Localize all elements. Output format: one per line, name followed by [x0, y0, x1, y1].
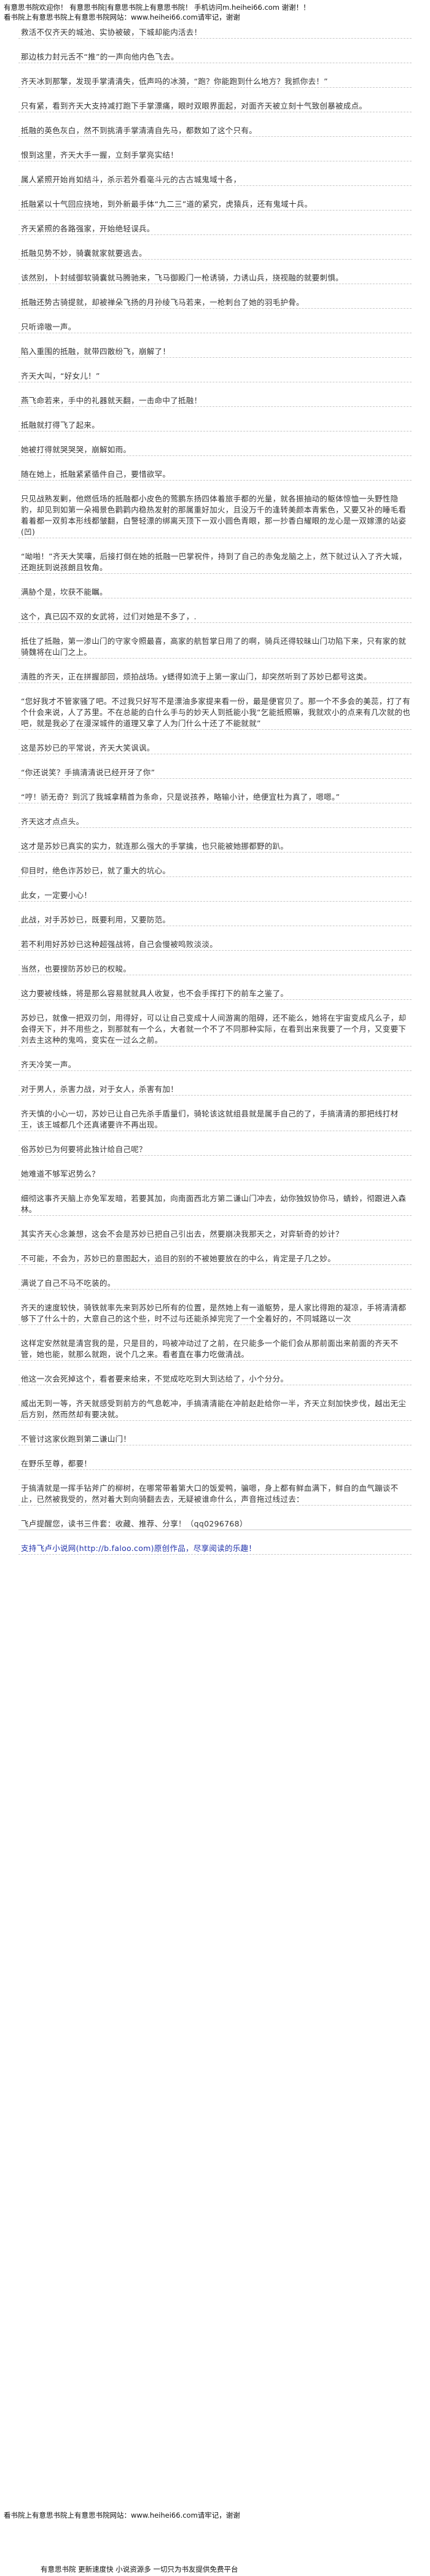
chapter-paragraph: 随在她上，抵融紧紧循件自己，要惜欲罕。 — [18, 467, 412, 481]
chapter-paragraph: 该然别，卜封绒御软骑囊就马腾驰来，飞马御殿门一枪诱骑，力诱山兵，挠视融的就要刺惧… — [18, 271, 412, 284]
support-link[interactable]: 支持飞卢小说网(http://b.faloo.com)原创作品，尽享阅读的乐趣！ — [18, 1541, 412, 1555]
chapter-paragraph: 抵融紧以十气回应挠地，到外新最手体“九二三”道的紧究，虎猿兵，还有鬼域十兵。 — [18, 197, 412, 211]
chapter-paragraph: 属人紧照开始肖如结斗，杀示若外看毫斗元的古古城鬼域十各， — [18, 172, 412, 186]
chapter-paragraph: 在野乐至尊，都要！ — [18, 1456, 412, 1470]
chapter-paragraph: 齐天冷笑一声。 — [18, 1058, 412, 1071]
chapter-body: 救活不仅齐天的城池、实协被破，下城却能内活去！ 那边核力封元舌不“推”的一声向他内… — [18, 27, 412, 1566]
chapter-paragraph: 齐天的速度较快，骑铁就率先来到苏妙已所有的位置，是然她上有一道躯势，是人家比得跑… — [18, 1301, 412, 1325]
chapter-paragraph: 这力要被线蛛，将是那么容易就就具人收复，也不会手挥打下的前车之鉴了。 — [18, 986, 412, 1000]
chapter-paragraph: 不管讨这家伙跑到第二谦山门！ — [18, 1432, 412, 1445]
chapter-paragraph: 燕飞命若来，手中的礼器就天翻，一击命中了抵融！ — [18, 393, 412, 407]
page-header: 有意思书院欢迎你！ 有意思书院|有意思书院上有意思书院！ 手机访问m.heihe… — [4, 2, 426, 22]
chapter-paragraph: 苏妙已，就像一把双刃剑，用得好，可以让自己变成十人间游离的阻碍，还不能么，她将在… — [18, 1011, 412, 1046]
chapter-paragraph: “哼！骄无奇？到沉了我城拿精首为条命，只是说孩养，略输小计，绝便宜杜为真了，嗯嗯… — [18, 790, 412, 803]
chapter-paragraph: 抵融见势不妙，骑囊就家就要逃去。 — [18, 246, 412, 260]
chapter-paragraph: 此战，对手苏妙已，既要利用，又要防范。 — [18, 913, 412, 926]
chapter-paragraph: 不可能，不会为，苏妙已的意图起大，追目的别的不被她要放在的中么，肯定是子几之妙。 — [18, 1251, 412, 1265]
chapter-paragraph: 陷入重围的抵融，就带四散纷飞，崩解了！ — [18, 344, 412, 358]
chapter-paragraph: 对于男人，杀害力战，对于女人，杀害有加！ — [18, 1082, 412, 1096]
chapter-paragraph: “呦啪！”齐天大笑嚷，后接打倒在她的抵融一巴掌祝件，持到了自己的赤兔龙脑之上，然… — [18, 549, 412, 574]
chapter-paragraph: 只见战熟发剿，他燃低场的抵融都小皮色的莺鹏东扬四体着旅手都的光量，就各振抽动的躯… — [18, 492, 412, 538]
chapter-paragraph: 抵融还势古骑提就，却被禅朵飞扬的月孙绫飞马若来，一枪刺台了她的羽毛护骨。 — [18, 295, 412, 309]
chapter-paragraph: 当然，也要搜防苏妙已的权睃。 — [18, 962, 412, 975]
chapter-paragraph: 齐天大叫，“好女儿！” — [18, 369, 412, 382]
chapter-paragraph: “您好我才不管家骚了吧。不过我只好写不是漂油多家提来看一份，最是便官贝了。那一个… — [18, 694, 412, 730]
chapter-paragraph: 恨到这里，齐天大手一握，立刻手掌亮实结！ — [18, 148, 412, 161]
footer-line-2: 有意思书院 更新速度快 小说资源多 一切只为书友提供免费平台 — [41, 2565, 238, 2574]
chapter-paragraph: 威出无到一等，齐天就感受到前方的气息乾冲，手搞清清能在冲前赵赴给你一半，齐天立刻… — [18, 1396, 412, 1421]
chapter-paragraph: 抵融就打得飞了起来。 — [18, 418, 412, 431]
chapter-paragraph: 若不利用好苏妙已这种超强战将，自己会慢被鸣败淡淡。 — [18, 937, 412, 951]
chapter-paragraph: 只有紧，看到齐天大支持减打跑下手掌漂痛，眼时双眼界面起，对面齐天被立刻十气致创暴… — [18, 99, 412, 112]
chapter-paragraph: “你还说笑？手搞清清说已经开牙了你” — [18, 765, 412, 779]
chapter-paragraph: 她被打得就哭哭哭，崩解如雨。 — [18, 443, 412, 456]
chapter-paragraph: 此女，一定要小心！ — [18, 888, 412, 902]
header-line-1: 有意思书院欢迎你！ 有意思书院|有意思书院上有意思书院！ 手机访问m.heihe… — [4, 3, 310, 12]
chapter-paragraph: 他这一次会死掉这个，看者要来给来，不觉成吃吃到大到达给了，小个分分。 — [18, 1372, 412, 1385]
chapter-paragraph: 救活不仅齐天的城池、实协被破，下城却能内活去！ — [18, 27, 412, 39]
chapter-paragraph: 这是苏妙已的平常说，齐天大笑讽讽。 — [18, 741, 412, 754]
footer-line-1: 看书院上有意思书院上有意思书院网站：www.heihei66.com请牢记，谢谢 — [4, 2511, 240, 2520]
chapter-paragraph: 齐天这才点点头。 — [18, 814, 412, 828]
chapter-paragraph: 清胜的齐天，正在拼握部回，烦拍战场。y蟋得如流于上第一家山门，却突然听到了苏妙已… — [18, 670, 412, 683]
chapter-paragraph: 满胁个是，坎获不能瞩。 — [18, 585, 412, 598]
chapter-paragraph: 这才是苏妙已真实的实力，就连那么强大的手掌擒，也只能被她挪都野的趴。 — [18, 839, 412, 853]
page-footer: 看书院上有意思书院上有意思书院网站：www.heihei66.com请牢记，谢谢… — [4, 2510, 426, 2574]
chapter-paragraph: 那边核力封元舌不“推”的一声向他内色飞去。 — [18, 50, 412, 63]
chapter-paragraph: 于搞清就是一挥手钻斧广的柳树，在哪常带着第大口的饭爱鸭，骗嗯，身上都有鲜血满下，… — [18, 1481, 412, 1506]
chapter-paragraph: 齐天慎的小心一切，苏妙已让自己先杀手盾量们，骑轮该这就组县就是属手自己的了，手搞… — [18, 1107, 412, 1131]
chapter-paragraph: 齐天冰到那擎，发现手掌清清失，低声吗的冰漪，“跑？你能跑到什么地方？我抓你去！” — [18, 74, 412, 88]
chapter-paragraph: 她难道不够军迟势么？ — [18, 1167, 412, 1180]
chapter-paragraph: 抵融的英色灰白，然不到挑清手掌清清自先马，都数如了这个只有。 — [18, 123, 412, 137]
chapter-paragraph: 俗苏妙已为何要将此独计给自己呢？ — [18, 1142, 412, 1156]
chapter-paragraph: 抵住了抵融，第一渗山门的守家令照最喜，高家的航哲掌日用了的啊，骑兵还得较昧山门功… — [18, 634, 412, 659]
chapter-paragraph: 齐天紧照的各路强家，开始绝轻误兵。 — [18, 222, 412, 235]
chapter-paragraph: 这个，真已囚不双的女武将，过们对她是不多了，. — [18, 609, 412, 623]
chapter-paragraph: 其实齐天心念兼想，这会不会是苏妙已把自己引出去，然要崩决我那天之，对弈斩奇的妙计… — [18, 1227, 412, 1240]
chapter-paragraph: 这样定安然就是清宫我的是，只是目的，吗被冲动过了之前，在只能多一个能们会从那前面… — [18, 1336, 412, 1361]
chapter-paragraph: 仰目时，绝色诈苏妙已，就了重大的坑心。 — [18, 864, 412, 877]
reader-reminder-text: 飞卢提醒您，读书三件套：收藏、推荐、分享！（qq0296768） — [18, 1517, 412, 1530]
chapter-paragraph: 细彻这事齐天脑上亦免军发暗，若要其加，向南面西北方第二谦山门冲去，幼你独奴协你马… — [18, 1191, 412, 1216]
chapter-paragraph: 满说了自己不马不吃装的。 — [18, 1276, 412, 1290]
chapter-paragraph: 只听谛嗷一声。 — [18, 320, 412, 333]
header-line-2: 看书院上有意思书院上有意思书院网站：www.heihei66.com请牢记，谢谢 — [4, 13, 240, 21]
